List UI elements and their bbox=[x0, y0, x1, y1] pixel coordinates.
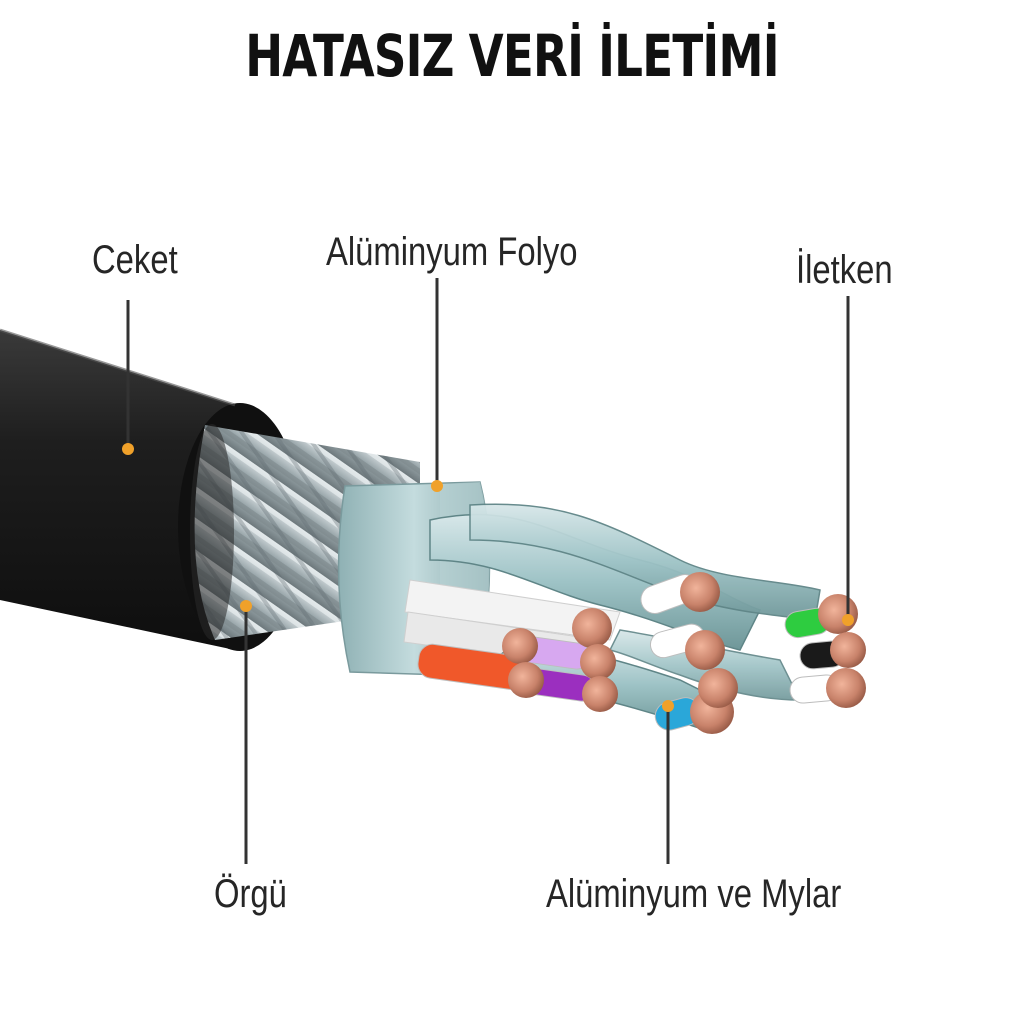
label-ceket: Ceket bbox=[92, 238, 178, 282]
label-aluminyum-folyo: Alüminyum Folyo bbox=[326, 230, 578, 274]
ceket-marker-dot bbox=[122, 443, 134, 455]
iletken-marker-dot bbox=[842, 614, 854, 626]
copper-conductors bbox=[502, 572, 866, 734]
label-iletken: İletken bbox=[796, 248, 893, 292]
page-title: HATASIZ VERİ İLETİMİ bbox=[245, 22, 779, 90]
leader-lines bbox=[126, 278, 850, 864]
orgu-marker-dot bbox=[240, 600, 252, 612]
label-aluminyum-mylar: Alüminyum ve Mylar bbox=[546, 872, 842, 916]
foil-marker-dot bbox=[431, 480, 443, 492]
label-orgu: Örgü bbox=[214, 872, 287, 916]
mylar-marker-dot bbox=[662, 700, 674, 712]
marker-dots bbox=[122, 443, 854, 712]
